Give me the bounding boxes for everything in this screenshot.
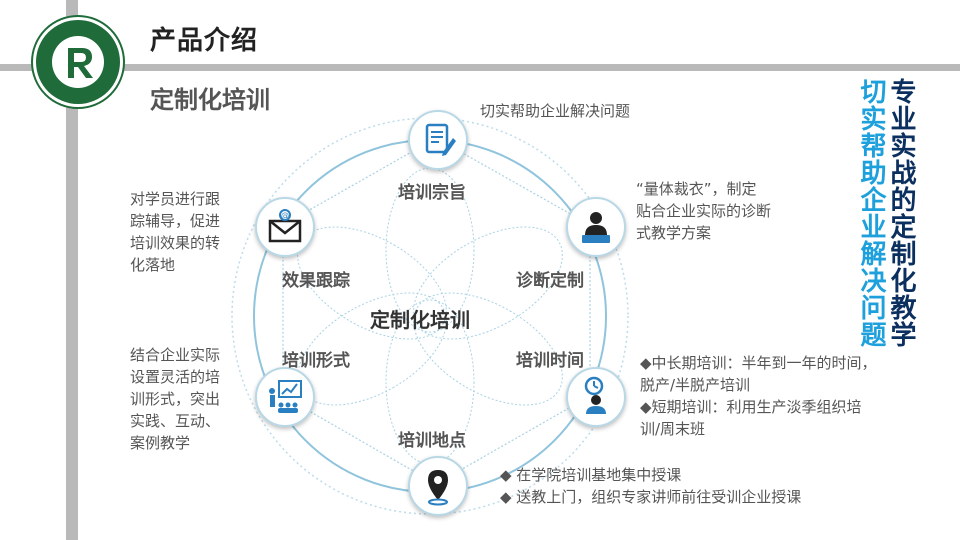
desc-line: 设置灵活的培 [130,368,221,386]
node-label-shijian: 培训时间 [516,351,584,371]
desc-zongzhi: 切实帮助企业解决问题 [480,100,630,122]
presentation-icon [255,367,315,427]
node-label-genzong: 效果跟踪 [282,271,350,291]
diagram-center-label: 定制化培训 [370,308,470,332]
location-pin-icon [408,456,468,516]
desc-zhenduan: “量体裁衣”，制定 贴合企业实际的诊断 式教学方案 [636,178,771,244]
desc-xingshi: 结合企业实际 设置灵活的培 训形式，突出 实践、互动、 案例教学 [130,344,220,454]
desc-line: ◆中长期培训：半年到一年的时间， [640,354,877,372]
desc-line: 踪辅导，促进 [130,212,221,230]
page-title: 产品介绍 [150,26,259,56]
desc-line: 切实帮助企业解决问题 [480,102,631,120]
desc-line: ◆短期培训：利用生产淡季组织培 [640,398,862,416]
desc-line: 结合企业实际 [130,346,221,364]
desc-line: 式教学方案 [636,224,712,242]
desc-line: 脱产/半脱产培训 [640,376,751,394]
slogan-line-1: 专业实战的定制化教学 [886,78,916,348]
node-label-zhenduan: 诊断定制 [516,271,584,291]
desc-line: 实践、互动、 [130,412,221,430]
college-logo [30,14,126,110]
desc-shijian: ◆中长期培训：半年到一年的时间， 脱产/半脱产培训 ◆短期培训：利用生产淡季组织… [640,352,877,440]
section-subtitle: 定制化培训 [150,86,270,114]
desc-line: ◆ 在学院培训基地集中授课 [500,466,682,484]
vertical-accent-bar [66,0,78,540]
email-icon: @ [255,197,315,257]
slogan-line-2: 切实帮助企业解决问题 [856,78,886,348]
node-label-didian: 培训地点 [398,431,466,451]
desc-line: ◆ 送教上门，组织专家讲师前往受训企业授课 [500,488,802,506]
desc-line: 案例教学 [130,434,191,452]
logo-emblem [31,15,125,109]
desc-didian: ◆ 在学院培训基地集中授课 ◆ 送教上门，组织专家讲师前往受训企业授课 [500,464,801,508]
desc-genzong: 对学员进行跟 踪辅导，促进 培训效果的转 化落地 [130,188,220,276]
desc-line: “量体裁衣”，制定 [636,180,757,198]
horizontal-accent-bar [0,64,960,71]
desc-line: 对学员进行跟 [130,190,221,208]
document-pen-icon [408,110,468,170]
desc-line: 贴合企业实际的诊断 [636,202,772,220]
consultant-icon [566,197,626,257]
desc-line: 培训效果的转 [130,234,221,252]
clock-headset-icon [566,367,626,427]
desc-line: 训形式，突出 [130,390,221,408]
desc-line: 训/周末班 [640,420,706,438]
node-label-xingshi: 培训形式 [282,351,350,371]
node-label-zongzhi: 培训宗旨 [398,183,466,203]
svg-text:@: @ [281,211,289,220]
desc-line: 化落地 [130,256,176,274]
